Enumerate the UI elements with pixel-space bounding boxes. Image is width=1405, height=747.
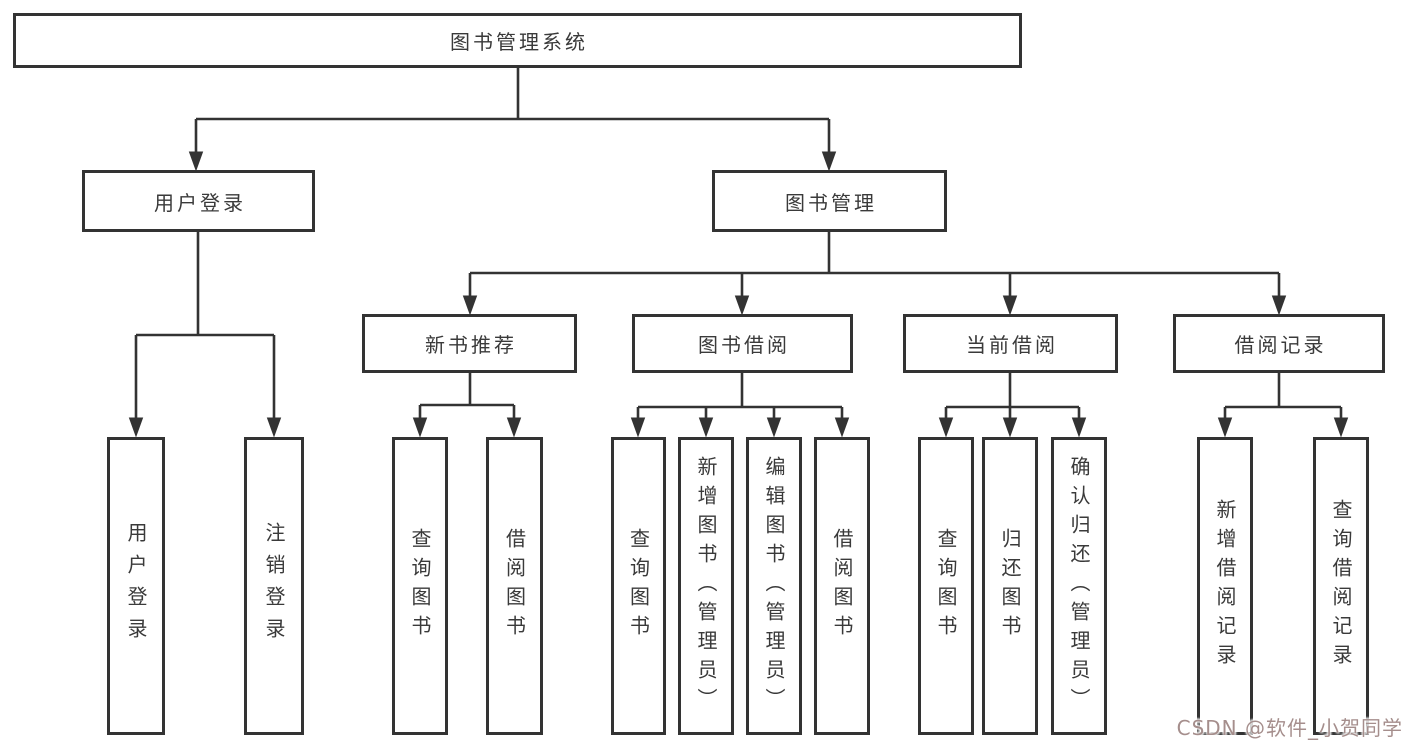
node-current-borrow: 当前借阅 bbox=[903, 314, 1118, 373]
node-book-management: 图书管理 bbox=[712, 170, 947, 232]
leaf-borrow-query-books: 查询图书 bbox=[611, 437, 666, 735]
leaf-borrow-borrow-books: 借阅图书 bbox=[814, 437, 870, 735]
leaf-current-query-books: 查询图书 bbox=[918, 437, 974, 735]
leaf-current-return-books: 归还图书 bbox=[982, 437, 1038, 735]
leaf-records-add-record: 新增借阅记录 bbox=[1197, 437, 1253, 735]
connector-current-borrow-to-leaves bbox=[938, 373, 1087, 438]
connector-user-login-to-leaves bbox=[128, 232, 282, 438]
leaf-recommend-query-books: 查询图书 bbox=[392, 437, 448, 735]
leaf-records-query-record: 查询借阅记录 bbox=[1313, 437, 1369, 735]
node-book-borrow: 图书借阅 bbox=[632, 314, 853, 373]
connector-book-borrow-to-leaves bbox=[630, 373, 850, 438]
connector-book-management-to-level3 bbox=[462, 232, 1287, 316]
connector-root-to-level2 bbox=[188, 68, 837, 172]
leaf-logout: 注销登录 bbox=[244, 437, 304, 735]
leaf-user-login: 用户登录 bbox=[107, 437, 165, 735]
node-user-login: 用户登录 bbox=[82, 170, 315, 232]
leaf-borrow-add-books-admin: 新增图书（管理员） bbox=[678, 437, 734, 735]
node-new-book-recommend: 新书推荐 bbox=[362, 314, 577, 373]
leaf-current-confirm-return-admin: 确认归还（管理员） bbox=[1051, 437, 1107, 735]
leaf-recommend-borrow-books: 借阅图书 bbox=[486, 437, 543, 735]
node-root-library-system: 图书管理系统 bbox=[13, 13, 1022, 68]
connector-new-book-recommend-to-leaves bbox=[412, 373, 522, 438]
leaf-borrow-edit-books-admin: 编辑图书（管理员） bbox=[746, 437, 802, 735]
connector-borrow-records-to-leaves bbox=[1217, 373, 1349, 438]
node-borrow-records: 借阅记录 bbox=[1173, 314, 1385, 373]
